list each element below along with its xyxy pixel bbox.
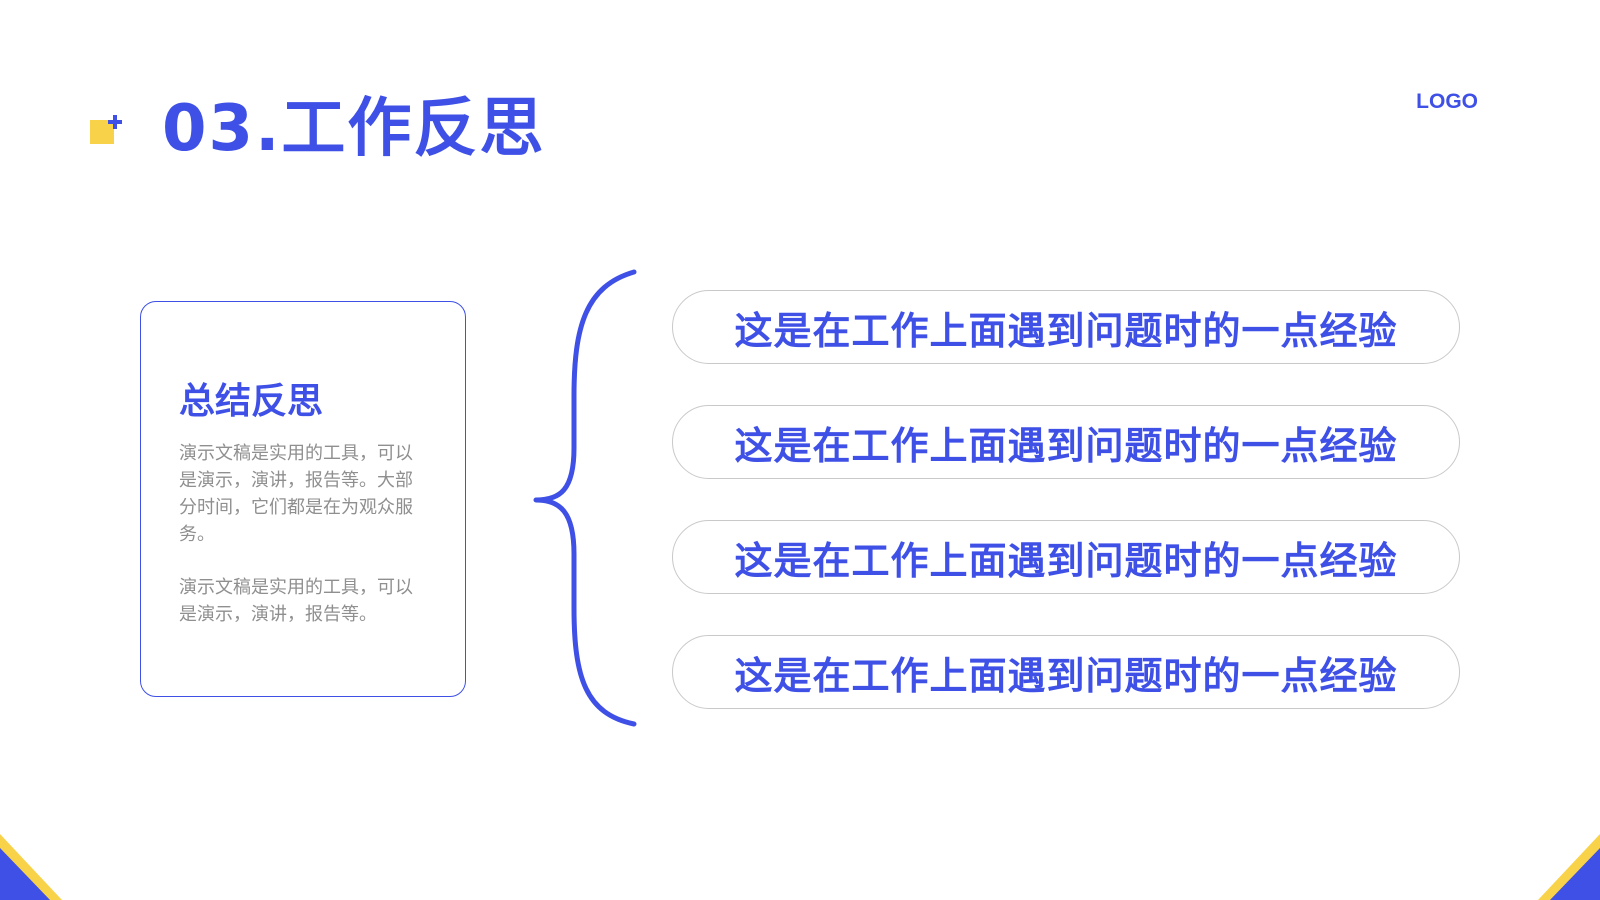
experience-item-text: 这是在工作上面遇到问题时的一点经验: [734, 423, 1398, 468]
corner-decoration-right: [1538, 834, 1600, 900]
page-title: 03.工作反思: [162, 92, 546, 166]
experience-item: 这是在工作上面遇到问题时的一点经验: [672, 520, 1460, 594]
summary-paragraph-2: 演示文稿是实用的工具，可以是演示，演讲，报告等。: [179, 577, 413, 625]
summary-card: 总结反思 演示文稿是实用的工具，可以是演示，演讲，报告等。大部分时间，它们都是在…: [140, 301, 466, 697]
experience-item: 这是在工作上面遇到问题时的一点经验: [672, 405, 1460, 479]
experience-item: 这是在工作上面遇到问题时的一点经验: [672, 290, 1460, 364]
experience-item-text: 这是在工作上面遇到问题时的一点经验: [734, 538, 1398, 583]
experience-item: 这是在工作上面遇到问题时的一点经验: [672, 635, 1460, 709]
experience-item-text: 这是在工作上面遇到问题时的一点经验: [734, 308, 1398, 353]
corner-decoration-left: [0, 834, 62, 900]
experience-item-text: 这是在工作上面遇到问题时的一点经验: [734, 653, 1398, 698]
summary-title: 总结反思: [179, 381, 324, 422]
curly-brace-icon: [533, 269, 637, 727]
logo: LOGO: [1416, 90, 1478, 113]
summary-paragraph-1: 演示文稿是实用的工具，可以是演示，演讲，报告等。大部分时间，它们都是在为观众服务…: [179, 443, 413, 545]
plus-icon: [108, 115, 122, 129]
title-decoration-icon: [88, 110, 124, 150]
